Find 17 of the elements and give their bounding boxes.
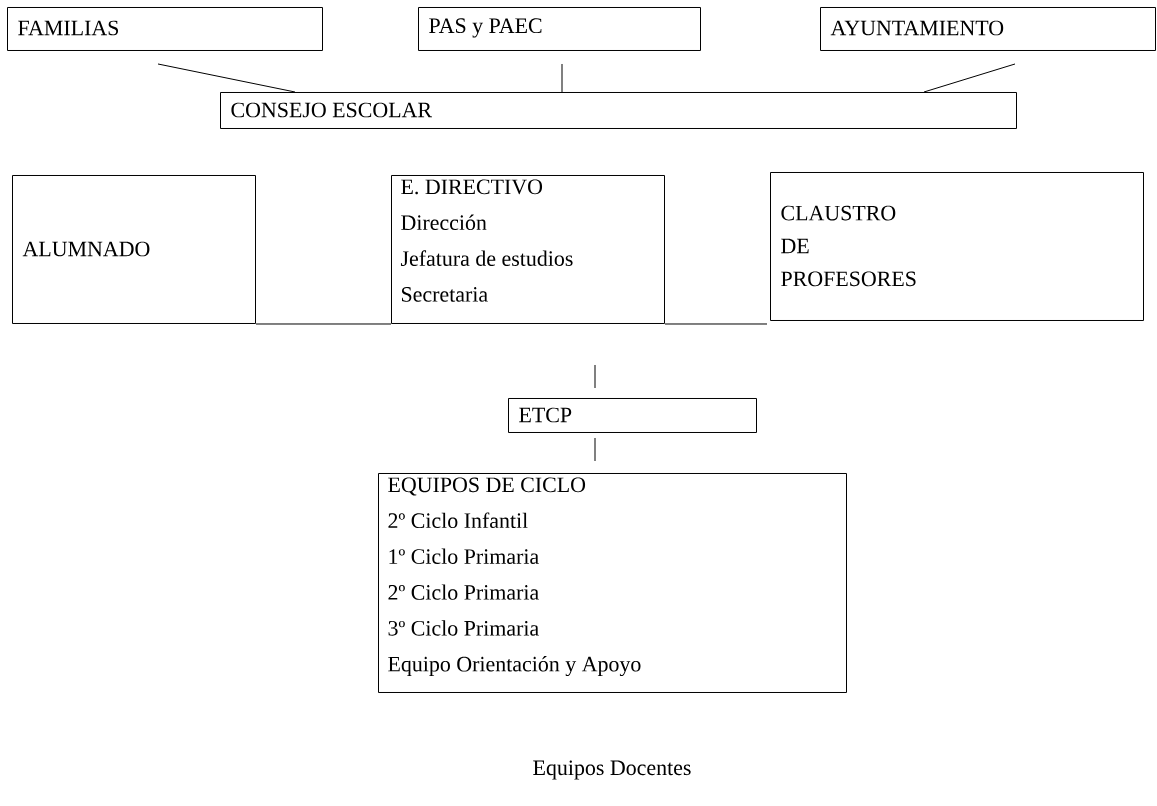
org-box: ALUMNADO (12, 175, 256, 324)
connector-line (664, 323, 768, 325)
connector-line (594, 364, 596, 389)
org-box: AYUNTAMIENTO (820, 7, 1156, 51)
org-box: ETCP (508, 398, 757, 433)
list-box: E. DIRECTIVO Dirección Jefatura de estudios Secretaria (391, 175, 665, 324)
org-box: CONSEJO ESCOLAR (220, 92, 1017, 129)
org-box: FAMILIAS (7, 7, 323, 51)
connector-line (923, 63, 1016, 93)
connector-line (255, 323, 392, 325)
org-box: PAS y PAEC (418, 7, 701, 51)
org-box: CLAUSTRO DE PROFESORES (770, 172, 1144, 321)
list-box: EQUIPOS DE CICLO 2º Ciclo Infantil 1º Ciclo Primaria 2º Ciclo Primaria 3º Ciclo Primaria Equipo Orientación y Apoyo (378, 473, 847, 693)
connector-line (594, 437, 596, 462)
caption-text: Equipos Docentes (533, 760, 691, 780)
connector-line (561, 63, 563, 93)
connector-line (157, 63, 296, 93)
